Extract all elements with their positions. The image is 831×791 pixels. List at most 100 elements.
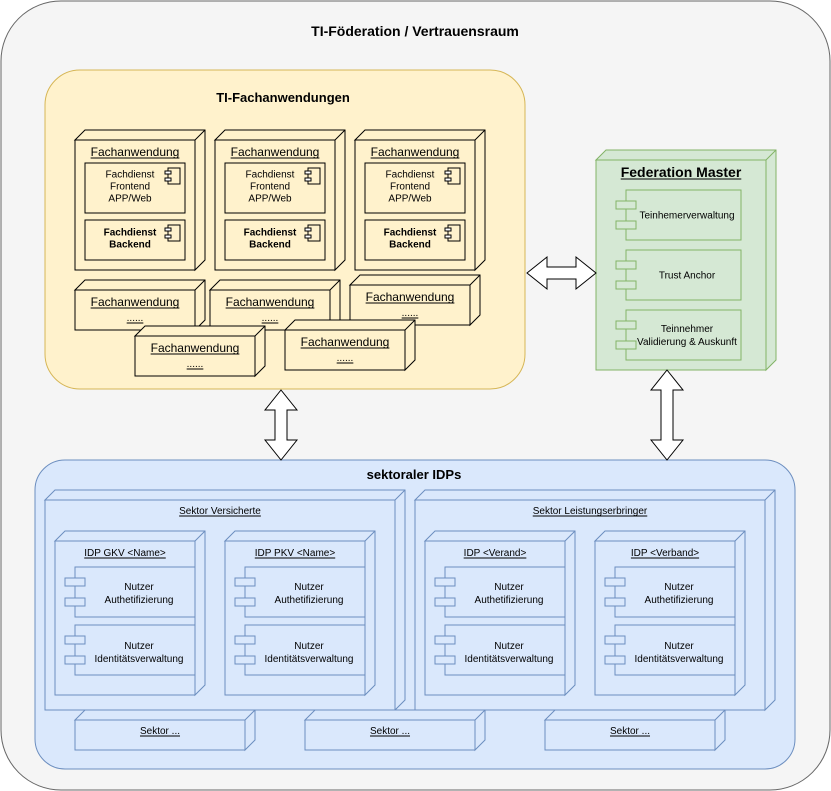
idp-label: IDP <Verand> [464, 548, 527, 559]
idp-identity-component-tab-bottom [234, 655, 256, 665]
fm-component-1: Teinhemerverwaltung [615, 189, 742, 241]
fachanwendung-node-label: Fachanwendung [231, 145, 320, 159]
arrow-fach-to-federation-master [526, 255, 597, 291]
component-icon-tab1 [164, 227, 172, 232]
sector-node-2-edge [764, 489, 776, 501]
fachanwendung-small-node-5-edge [254, 325, 266, 337]
frontend-component-label: Frontend [390, 182, 430, 193]
fm-component-2-tab-top [615, 260, 637, 270]
component-icon-body [307, 224, 321, 242]
component-icon [164, 167, 181, 185]
fachanwendung-ellipsis: ...... [402, 308, 419, 319]
more-sector-label: Sektor ... [610, 726, 650, 737]
idp-identity-label: Nutzer [294, 641, 324, 652]
idp-identity-component-body [614, 624, 736, 676]
sector-node-1-edge [394, 489, 406, 501]
fachanwendung-node-2-edge [334, 129, 346, 141]
more-sector-node-1-edge [244, 709, 256, 721]
backend-component-label: Fachdienst [104, 228, 157, 239]
frontend-component-label: Fachdienst [386, 170, 435, 181]
idp-node-2-edge [364, 530, 376, 542]
fachanwendung-ellipsis: ...... [262, 313, 279, 324]
idp-auth-component-body [614, 566, 736, 618]
frontend-component-label: APP/Web [388, 194, 432, 205]
component-icon-tab1 [164, 170, 172, 175]
frontend-component-label: Frontend [250, 182, 290, 193]
component-icon-tab2 [164, 177, 172, 182]
fachanwendung-node-3: FachanwendungFachdienstFrontendAPP/WebFa… [353, 129, 486, 272]
backend-component-label: Fachdienst [384, 228, 437, 239]
idp-identity-label: Identitätsverwaltung [95, 654, 184, 665]
federation-master-node-edge [765, 149, 777, 161]
more-sector-node-3: Sektor ... [543, 709, 726, 752]
component-icon-body [167, 167, 181, 185]
idp-auth-component-tab-bottom [64, 597, 86, 607]
idp-auth-label: Authetifizierung [105, 595, 174, 606]
fachanwendung-small-node-2: Fachanwendung...... [208, 279, 341, 332]
sector-label: Sektor Versicherte [179, 506, 261, 517]
federation-master-title: Federation Master [621, 164, 742, 180]
component-icon-tab2 [164, 234, 172, 239]
idp-identity-component-tab-top [64, 635, 86, 645]
fm-component-1-tab-top [615, 200, 637, 210]
idp-identity-label: Nutzer [124, 641, 154, 652]
idp-node-1: IDP GKV <Name> Nutzer AuthetifizierungNutz… [53, 530, 206, 697]
idp-identity-component-body [444, 624, 566, 676]
component-icon [444, 224, 461, 242]
fm-component-3-tab-top [615, 320, 637, 330]
fm-component-1-tab-bottom [615, 220, 637, 230]
component-icon-body [307, 167, 321, 185]
idp-identity-component-body [244, 624, 366, 676]
fachanwendung-node-label: Fachanwendung [91, 145, 180, 159]
more-sector-node-2-face [304, 719, 476, 751]
component-icon-tab2 [444, 177, 452, 182]
component-icon-body [447, 224, 461, 242]
idp-auth-component-tab-top [234, 577, 256, 587]
component-icon [304, 224, 321, 242]
fm-component-2: Trust Anchor [615, 249, 742, 301]
idp-auth-component-tab-top [604, 577, 626, 587]
component-icon [164, 224, 181, 242]
backend-component-label: Backend [109, 240, 151, 251]
fachanwendung-node-1-edge [194, 129, 206, 141]
idp-node-3-edge [564, 530, 576, 542]
idp-identity-label: Nutzer [494, 641, 524, 652]
fachanwendung-node-label: Fachanwendung [371, 145, 460, 159]
idp-label: IDP GKV <Name> [84, 548, 166, 559]
arrow-federation-master-to-idps [649, 369, 685, 461]
idp-identity-component-body [74, 624, 196, 676]
idp-node-1-edge [194, 530, 206, 542]
more-sector-node-1-face [74, 719, 246, 751]
fachanwendung-small-node-3-edge [469, 274, 481, 286]
idp-auth-label: Authetifizierung [275, 595, 344, 606]
idp-identity-component-tab-bottom [64, 655, 86, 665]
idp-auth-component-body [74, 566, 196, 618]
idp-auth-component-body [244, 566, 366, 618]
idp-node-4: IDP <Verband>NutzerAuthetifizierungNutze… [593, 530, 746, 697]
fachanwendung-node-1: FachanwendungFachdienstFrontendAPP/WebFa… [73, 129, 206, 272]
trust-room-title: TI-Föderation / Vertrauensraum [311, 23, 519, 39]
fachanwendung-small-node-5: Fachanwendung...... [133, 325, 266, 378]
component-icon-tab2 [444, 234, 452, 239]
backend-component-label: Backend [389, 240, 431, 251]
more-sector-node-1: Sektor ... [73, 709, 256, 752]
fachanwendung-ellipsis: ...... [337, 353, 354, 364]
fachanwendung-small-label: Fachanwendung [226, 295, 315, 309]
idp-node-3: IDP <Verand> NutzerAuthetifizierungNutzer… [423, 530, 576, 697]
fachanwendung-small-node-1-edge [194, 279, 206, 291]
more-sector-node-3-edge [714, 709, 726, 721]
idp-node-2: IDP PKV <Name>NutzerAuthetifizierungNutz… [223, 530, 376, 697]
backend-component-label: Fachdienst [244, 228, 297, 239]
fachanwendung-small-label: Fachanwendung [301, 335, 390, 349]
idp-identity-label: Nutzer [664, 641, 694, 652]
idp-identity-component-tab-top [604, 635, 626, 645]
frontend-component-label: Fachdienst [106, 170, 155, 181]
